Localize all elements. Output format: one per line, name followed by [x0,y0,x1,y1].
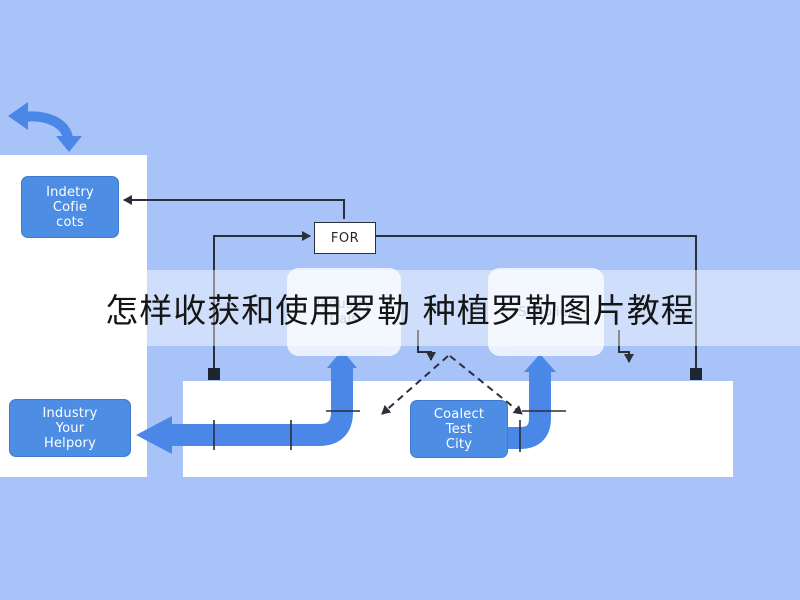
down-arrow-center [417,330,436,361]
blue-flow-arrow-right [505,354,556,449]
down-arrow-supplier [618,330,634,363]
connector-to-indetry-node [123,195,345,219]
blue-flow-arrow-left [136,350,357,454]
dashed-arrow-left [381,355,449,415]
node-supplier: Supplier [488,268,604,356]
dashed-arrow-right [449,355,523,415]
connector-terminal [208,368,220,380]
node-industry-cals: Industry Cals [287,268,401,356]
connector-terminal [690,368,702,380]
connector-from-for [376,235,697,375]
banner-title: 怎样收获和使用罗勒 种植罗勒图片教程 [105,291,695,330]
node-industry-your-helpory: Industry Your Helpory [9,399,131,457]
node-coalect-test-city: Coalect Test City [410,400,508,458]
curved-arrow-icon [8,102,82,152]
flow-tick-marks [213,410,566,452]
title-banner: 怎样收获和使用罗勒 种植罗勒图片教程 [0,270,800,346]
for-box: FOR [314,222,376,254]
node-indetry-cofie: Indetry Cofie cots [21,176,119,238]
connector-into-for [213,231,311,375]
